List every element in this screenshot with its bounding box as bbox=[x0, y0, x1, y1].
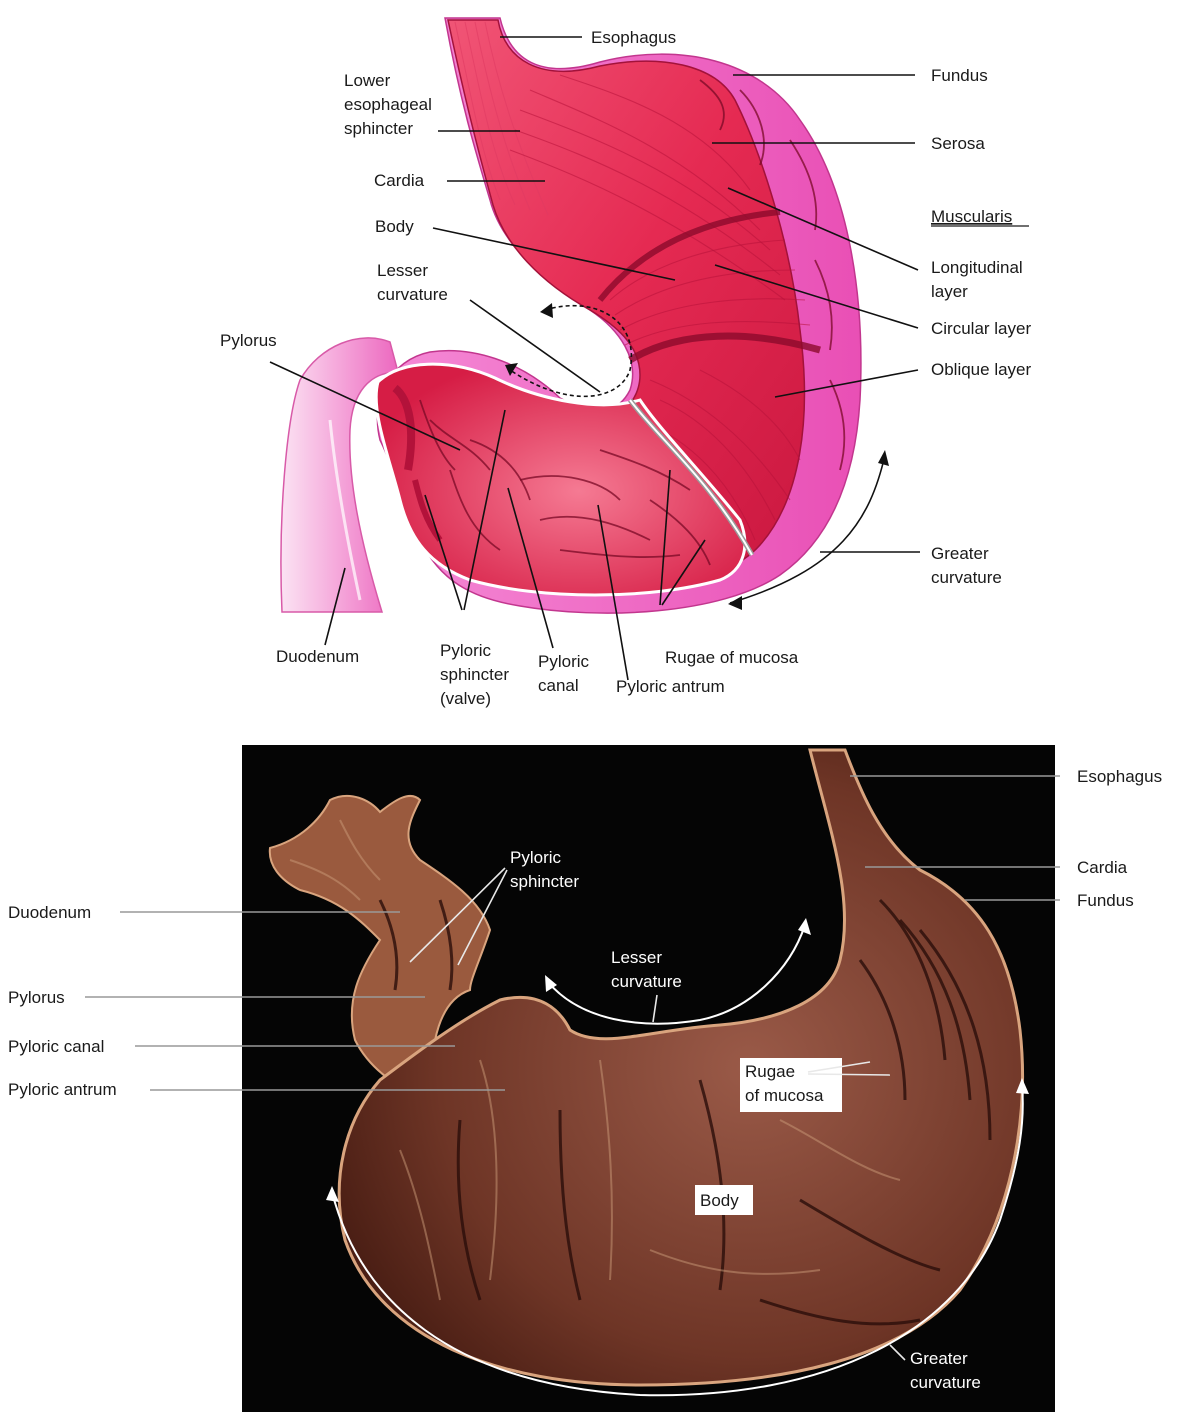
photo-label-fundus: Fundus bbox=[1077, 891, 1134, 910]
label-circular-layer: Circular layer bbox=[931, 319, 1031, 338]
label-duodenum: Duodenum bbox=[276, 647, 359, 666]
label-longitudinal-layer: Longitudinal layer bbox=[931, 258, 1027, 301]
label-lesser-curvature: Lesser curvature bbox=[377, 261, 448, 304]
dissected-stomach-photo bbox=[242, 745, 1055, 1412]
label-esophagus: Esophagus bbox=[591, 28, 676, 47]
photo-label-esophagus: Esophagus bbox=[1077, 767, 1162, 786]
label-body: Body bbox=[375, 217, 414, 236]
label-fundus: Fundus bbox=[931, 66, 988, 85]
photo-label-pyloric-antrum: Pyloric antrum bbox=[8, 1080, 117, 1099]
photo-label-duodenum: Duodenum bbox=[8, 903, 91, 922]
label-serosa: Serosa bbox=[931, 134, 985, 153]
photo-label-cardia: Cardia bbox=[1077, 858, 1128, 877]
photo-label-pyloric-canal: Pyloric canal bbox=[8, 1037, 104, 1056]
label-greater-curvature: Greater curvature bbox=[931, 544, 1002, 587]
label-pylorus: Pylorus bbox=[220, 331, 277, 350]
label-pyloric-sphincter-valve: Pyloric sphincter (valve) bbox=[440, 641, 514, 708]
label-pyloric-canal: Pyloric canal bbox=[538, 652, 594, 695]
label-oblique-layer: Oblique layer bbox=[931, 360, 1032, 379]
label-cardia: Cardia bbox=[374, 171, 425, 190]
label-lower-esophageal-sphincter: Lower esophageal sphincter bbox=[344, 71, 437, 138]
photo-label-body: Body bbox=[700, 1191, 739, 1210]
label-muscularis: Muscularis bbox=[931, 207, 1012, 226]
arrowhead-icon bbox=[878, 450, 889, 466]
photo-label-pylorus: Pylorus bbox=[8, 988, 65, 1007]
label-rugae-of-mucosa: Rugae of mucosa bbox=[665, 648, 799, 667]
arrowhead-icon bbox=[540, 303, 553, 318]
label-pyloric-antrum: Pyloric antrum bbox=[616, 677, 725, 696]
